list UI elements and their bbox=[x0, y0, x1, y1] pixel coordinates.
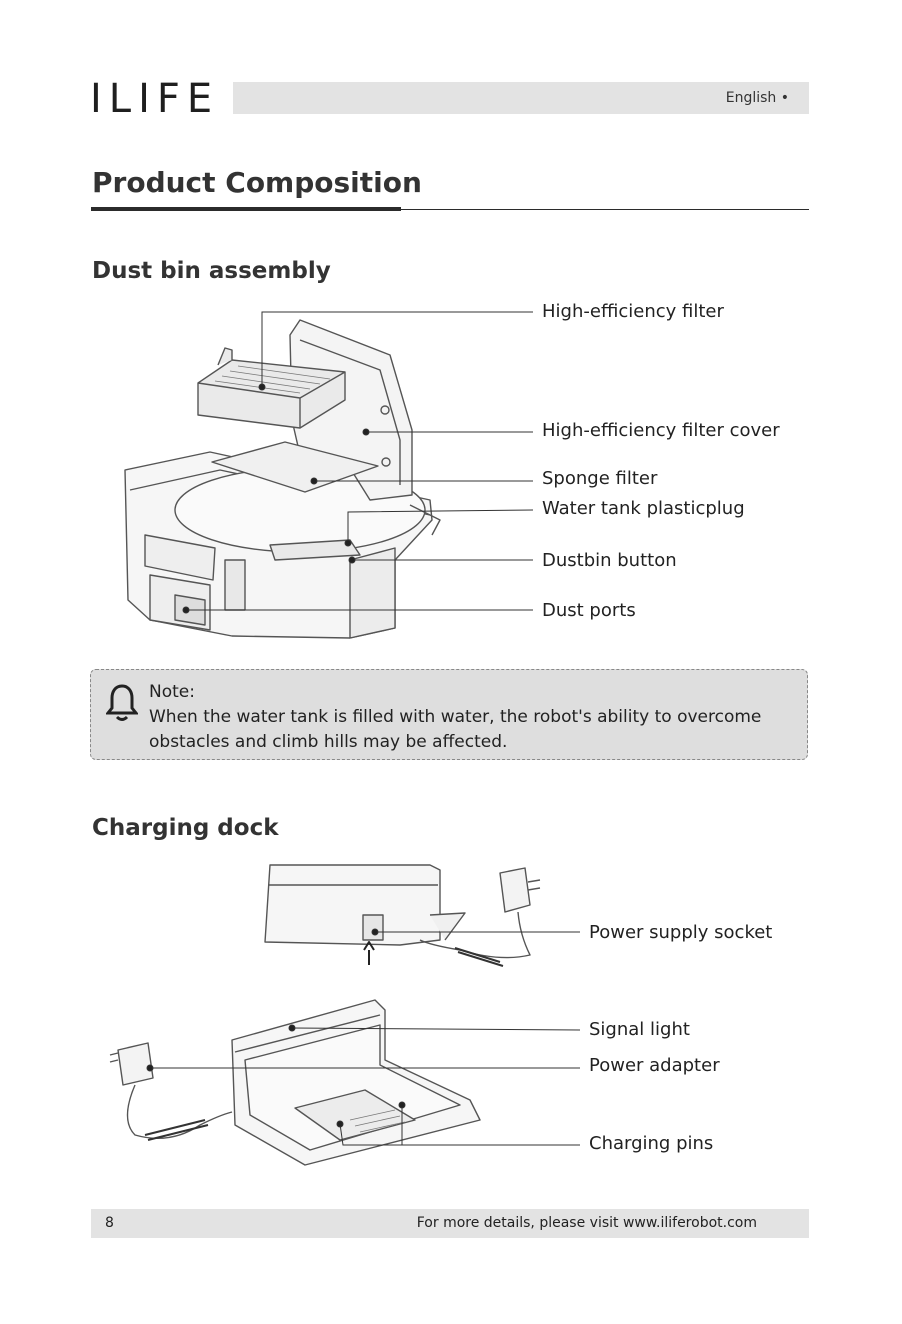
adapter-top bbox=[499, 867, 531, 913]
label-dustbin-button: Dustbin button bbox=[542, 550, 677, 571]
adapter-front bbox=[117, 1042, 154, 1086]
label-power-supply-socket: Power supply socket bbox=[589, 922, 773, 943]
section-title-dust-bin: Dust bin assembly bbox=[92, 258, 331, 284]
title-underline bbox=[91, 207, 401, 211]
language-indicator: English • bbox=[725, 90, 789, 106]
note-text: When the water tank is filled with water… bbox=[149, 707, 762, 752]
title-rule bbox=[401, 209, 809, 210]
label-water-tank-plug: Water tank plasticplug bbox=[542, 498, 745, 519]
note-title: Note: bbox=[149, 682, 195, 702]
label-charging-pins: Charging pins bbox=[589, 1133, 714, 1154]
footer-bar: 8 For more details, please visit www.ili… bbox=[91, 1209, 809, 1238]
dock-back bbox=[264, 864, 441, 946]
page-title: Product Composition bbox=[92, 166, 422, 199]
note-box: Note: When the water tank is filled with… bbox=[90, 669, 808, 760]
bell-icon bbox=[106, 684, 138, 721]
page-number: 8 bbox=[105, 1215, 114, 1231]
section-title-charging-dock: Charging dock bbox=[92, 815, 279, 841]
brand-logo: ILIFE bbox=[90, 76, 220, 122]
footer-website-text: For more details, please visit www.ilife… bbox=[416, 1215, 757, 1231]
label-signal-light: Signal light bbox=[589, 1019, 690, 1040]
label-high-efficiency-filter: High-efficiency filter bbox=[542, 301, 724, 322]
label-dust-ports: Dust ports bbox=[542, 600, 636, 621]
sponge-filter bbox=[211, 441, 379, 493]
header-bar: English • bbox=[233, 82, 809, 114]
label-filter-cover: High-efficiency filter cover bbox=[542, 420, 780, 441]
label-power-adapter: Power adapter bbox=[589, 1055, 720, 1076]
label-sponge-filter: Sponge filter bbox=[542, 468, 658, 489]
